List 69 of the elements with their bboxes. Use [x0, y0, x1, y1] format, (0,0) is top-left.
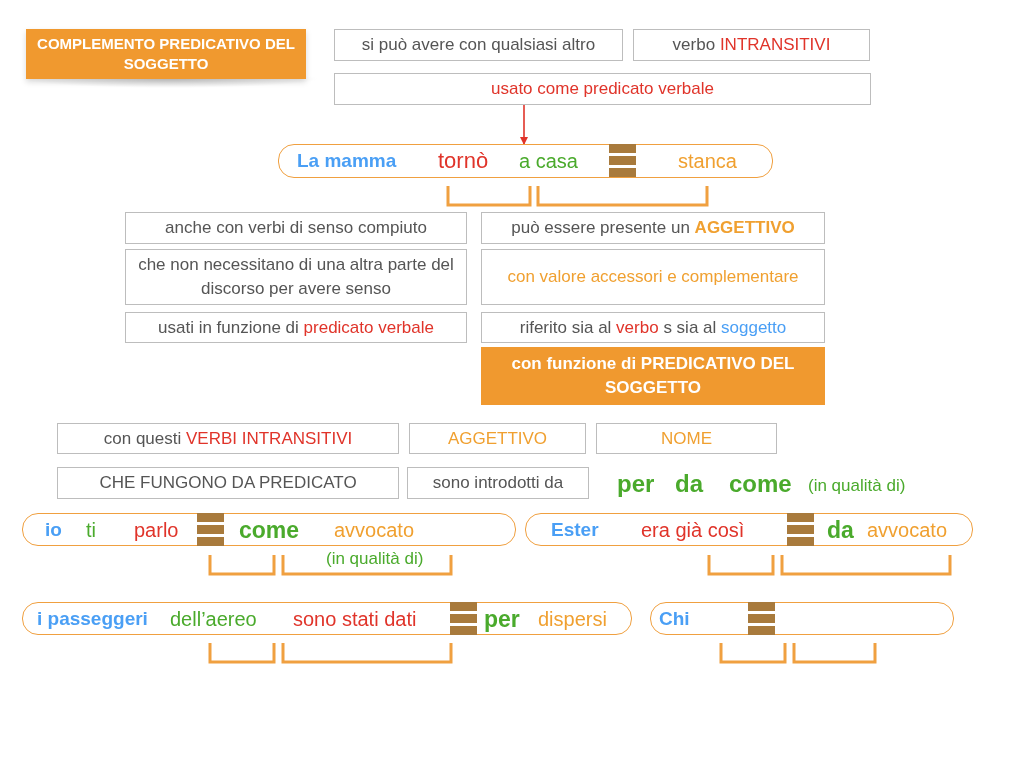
box-text: usato come predicato verbale: [491, 78, 714, 101]
sentence-pill: [278, 144, 773, 178]
box-text: sono introdotti da: [432, 472, 564, 495]
box-text: predicato verbale: [303, 317, 434, 337]
keyword-label: per: [617, 470, 655, 498]
keyword-label: da: [675, 470, 703, 498]
text-box: [125, 312, 467, 343]
box-text: che non necessitano di una altra parte del discorso per avere senso: [137, 254, 455, 300]
text-box: [334, 29, 623, 61]
box-text: COMPLEMENTO PREDICATIVO DEL SOGGETTO: [36, 33, 296, 74]
sentence-word: come: [239, 516, 300, 543]
box-text: con funzione di PREDICATIVO DEL SOGGETTO: [510, 353, 796, 399]
text-box: [596, 423, 777, 454]
sentence-word: ti: [86, 518, 96, 541]
sentence-word: dispersi: [538, 607, 607, 630]
sentence-word: per: [484, 605, 520, 632]
box-text: VERBI INTRANSITIVI: [186, 428, 353, 448]
box-text: soggetto: [721, 317, 787, 337]
keyword-label: come: [729, 470, 792, 498]
box-text: verbo: [672, 35, 716, 55]
text-box: [481, 312, 825, 343]
sentence-word: stanca: [678, 149, 737, 173]
sentence-word: dell’aereo: [170, 607, 257, 630]
box-text: AGGETTIVO: [447, 427, 548, 450]
box-text: CHE FUNGONO DA PREDICATO: [99, 472, 357, 495]
box-text: riferito sia al: [519, 317, 612, 337]
sentence-word: era già così: [641, 518, 745, 541]
sentence-word: La mamma: [297, 150, 397, 172]
text-box: [57, 467, 399, 499]
text-box: [334, 73, 871, 105]
box-text: NOME: [661, 427, 712, 450]
box-text: con valore accessori e complementare: [507, 266, 799, 289]
sentence-pill: [525, 513, 973, 546]
sentence-word: avvocato: [867, 518, 948, 541]
sentence-word: tornò: [438, 148, 489, 174]
sentence-word: avvocato: [334, 518, 415, 541]
highlight-box: [481, 347, 825, 405]
text-box: [57, 423, 399, 454]
text-box: [125, 249, 467, 305]
sentence-word: i passeggeri: [37, 607, 148, 630]
box-text: s sia al: [663, 317, 717, 337]
text-box: [409, 423, 586, 454]
sentence-word: a casa: [519, 149, 578, 173]
text-box: [633, 29, 870, 61]
box-text: si può avere con qualsiasi altro: [361, 34, 596, 57]
text-box: [125, 212, 467, 244]
sentence-word: parlo: [134, 518, 179, 541]
sentence-pill: [22, 602, 632, 635]
sentence-word: sono stati dati: [293, 607, 417, 630]
sentence-pill: [650, 602, 954, 635]
arrow: [520, 104, 528, 145]
text-box: [407, 467, 589, 499]
text-box: [481, 212, 825, 244]
sentence-word: Ester: [551, 518, 599, 541]
box-text: anche con verbi di senso compiuto: [165, 217, 427, 240]
sentence-word: da: [827, 516, 854, 543]
text-box: [481, 249, 825, 305]
box-text: può essere presente un: [511, 218, 690, 238]
highlight-box: [26, 29, 306, 79]
sentence-word: Chi: [659, 607, 690, 630]
box-text: con questi: [103, 428, 182, 448]
sentence-word: io: [45, 518, 62, 541]
keyword-label: (in qualità di): [808, 476, 906, 496]
box-text: verbo: [616, 317, 659, 337]
sentence-pill: [22, 513, 516, 546]
keyword-label: (in qualità di): [326, 549, 424, 569]
box-text: INTRANSITIVI: [719, 35, 831, 55]
box-text: AGGETTIVO: [694, 218, 795, 238]
box-text: usati in funzione di: [158, 317, 299, 337]
